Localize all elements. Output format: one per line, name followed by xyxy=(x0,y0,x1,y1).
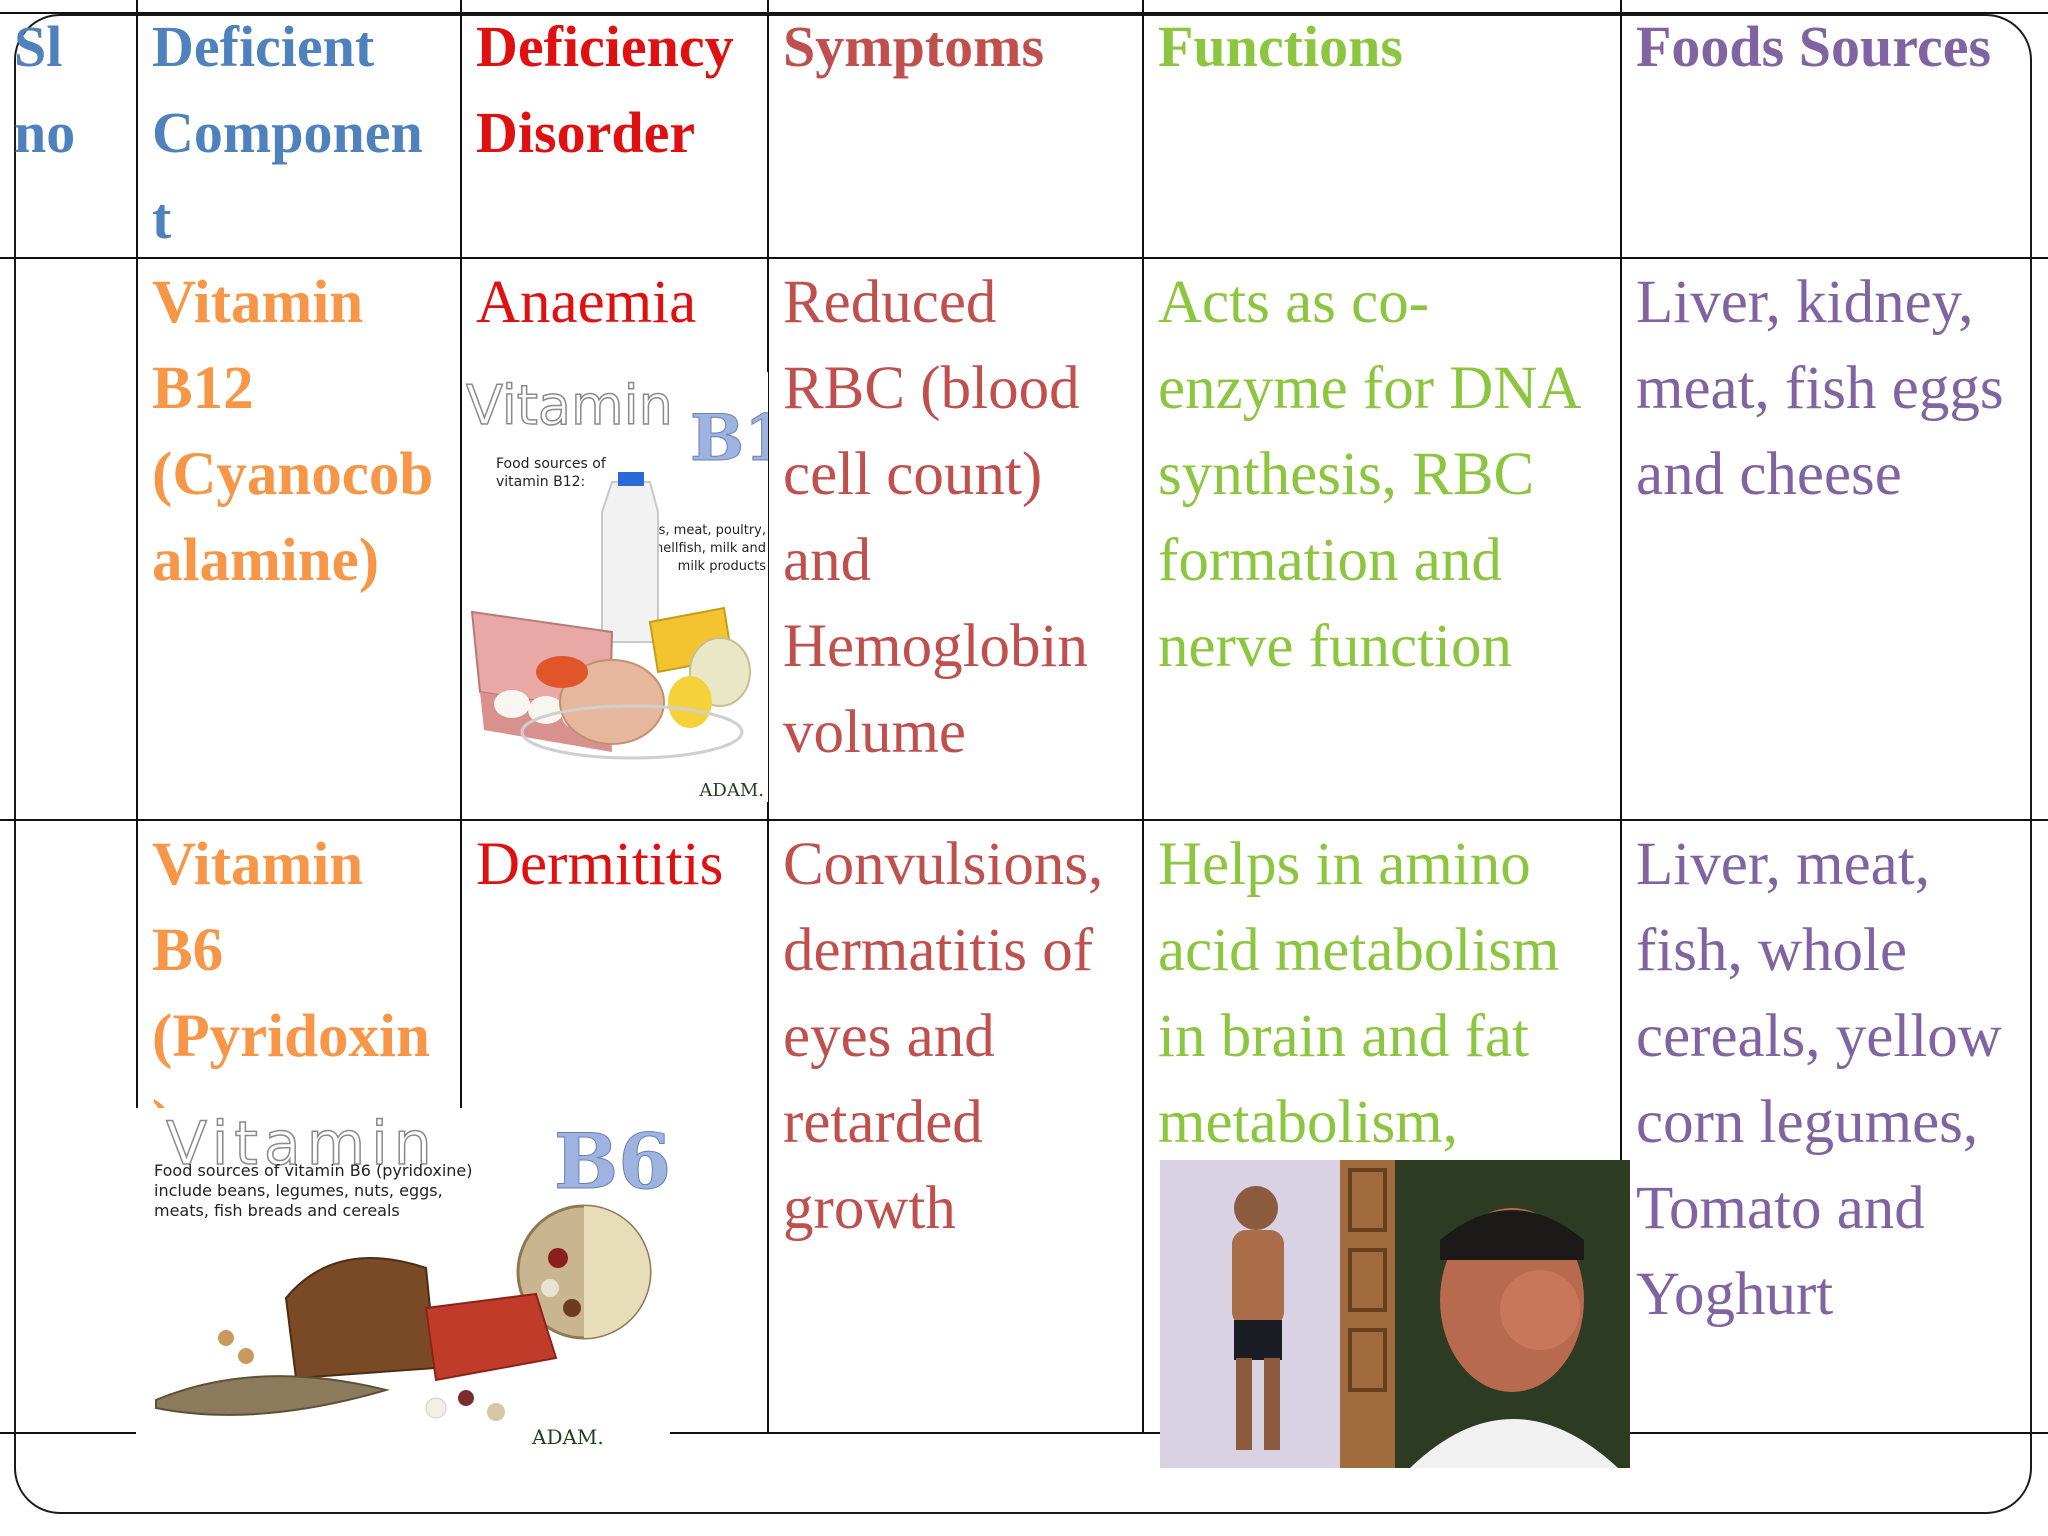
b6-caption-2: include beans, legumes, nuts, eggs, xyxy=(154,1181,443,1200)
row-b6-disorder: Dermititis xyxy=(476,831,724,898)
b6-title-big: B6 xyxy=(554,1117,670,1206)
b12-caption-1: Food sources of xyxy=(496,456,607,472)
slide-frame xyxy=(14,14,2032,1514)
vitamin-b12-food-image: Vitamin B12 Food sources of vitamin B12:… xyxy=(462,372,768,802)
vitamin-b6-food-image: Vitamin B6 Food sources of vitamin B6 (p… xyxy=(136,1108,670,1456)
b12-side-1: Eggs, meat, poultry, xyxy=(634,523,766,538)
b12-title: Vitamin xyxy=(466,374,673,437)
b6-caption-1: Food sources of vitamin B6 (pyridoxine) xyxy=(154,1161,473,1180)
b12-caption-2: vitamin B12: xyxy=(496,474,585,490)
b12-credit: ADAM. xyxy=(698,780,764,801)
header-food-sources: Foods Sources xyxy=(1636,14,1992,79)
b12-side-2: shellfish, milk and xyxy=(648,541,766,556)
b6-caption-3: meats, fish breads and cereals xyxy=(154,1201,400,1220)
header-symptoms: Symptoms xyxy=(783,14,1045,79)
row-b12-disorder: Anaemia xyxy=(476,269,697,336)
b12-side-3: milk products xyxy=(678,559,767,574)
patient-photos xyxy=(1160,1160,1630,1468)
b6-title: Vitamin xyxy=(166,1109,438,1179)
header-functions: Functions xyxy=(1158,14,1403,79)
b6-credit: ADAM. xyxy=(531,1425,604,1449)
b12-title-big: B12 xyxy=(690,401,768,476)
